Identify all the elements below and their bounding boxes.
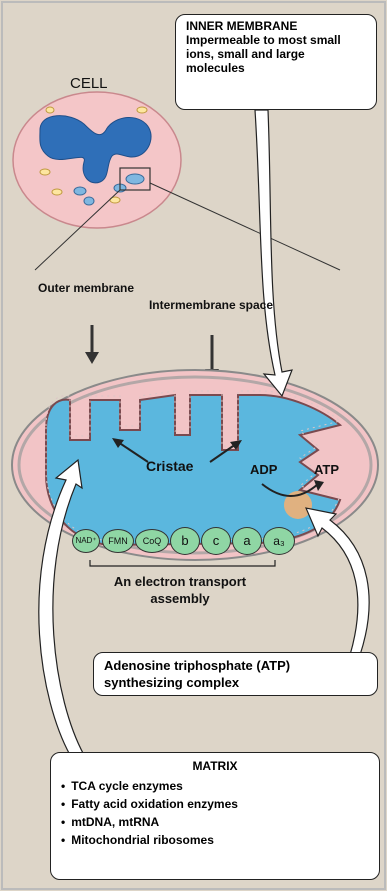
matrix-title: MATRIX [61,759,369,773]
adp-label: ADP [250,462,277,477]
cristae-label: Cristae [146,458,193,474]
matrix-item: Mitochondrial ribosomes [61,831,369,849]
cell-mitochondrion [84,197,94,205]
outer-membrane-label: Outer membrane [36,280,136,296]
cell-mitochondrion [74,187,86,195]
atp-synthase-box: Adenosine triphosphate (ATP) synthesizin… [93,652,378,696]
transport-bracket [90,560,275,566]
cell-vesicle [52,189,62,195]
carrier-a3: a₃ [263,527,295,555]
carrier-nad: NAD⁺ [72,529,100,553]
atp-synthase-callout-arrow [306,508,369,655]
cell-vesicle [40,169,50,175]
matrix-item: Fatty acid oxidation enzymes [61,795,369,813]
electron-transport-label: An electron transport assembly [100,573,260,607]
outer-membrane-arrowhead [85,352,99,364]
carrier-b: b [170,527,200,555]
matrix-box: MATRIX TCA cycle enzymes Fatty acid oxid… [50,752,380,880]
carrier-fmn: FMN [102,529,134,553]
highlighted-mitochondrion [126,174,144,184]
electron-transport-chain: NAD⁺ FMN CoQ b c a a₃ [72,527,297,555]
carrier-c: c [201,527,231,555]
inner-membrane-callout-arrow [255,110,292,396]
carrier-a: a [232,527,262,555]
matrix-list: TCA cycle enzymes Fatty acid oxidation e… [61,777,369,849]
inner-membrane-desc: Impermeable to most small ions, small an… [186,33,366,75]
zoom-line [150,183,340,270]
cell-illustration [13,92,340,270]
matrix-item: TCA cycle enzymes [61,777,369,795]
intermembrane-space-label: Intermembrane space [146,297,276,313]
matrix-item: mtDNA, mtRNA [61,813,369,831]
inner-membrane-title: INNER MEMBRANE [186,19,366,33]
cell-vesicle [46,107,54,113]
atp-synthase-label: Adenosine triphosphate (ATP) synthesizin… [104,657,367,691]
cell-vesicle [137,107,147,113]
cell-label: CELL [70,75,108,92]
inner-membrane-box: INNER MEMBRANE Impermeable to most small… [175,14,377,110]
atp-label: ATP [314,462,339,477]
carrier-coq: CoQ [135,529,169,553]
